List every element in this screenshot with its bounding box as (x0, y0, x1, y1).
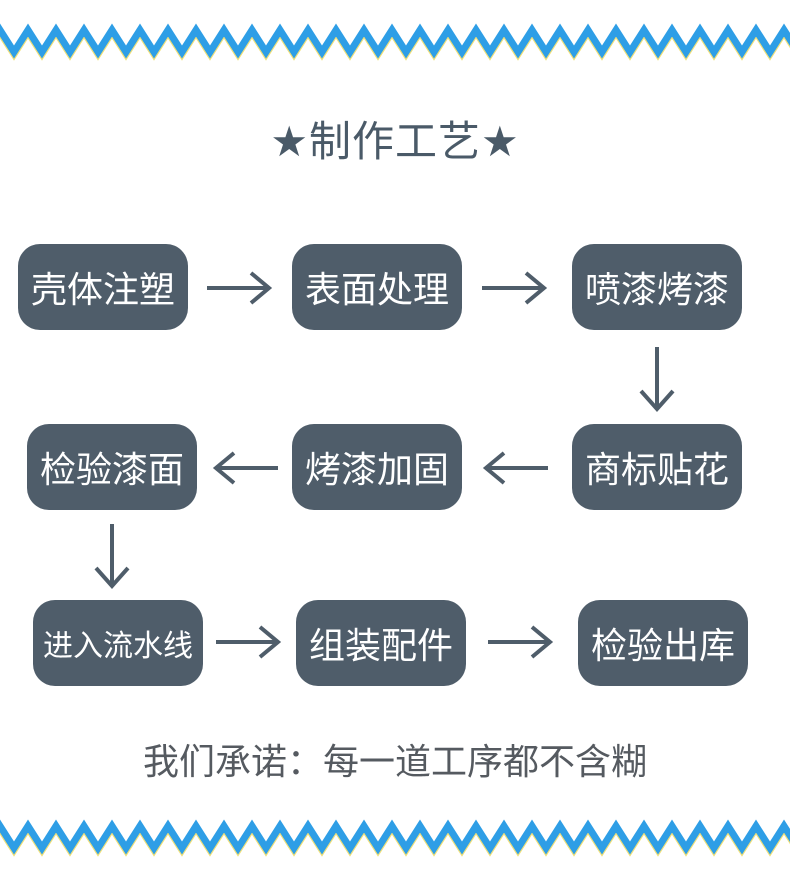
step-inspect-paint: 检验漆面 (27, 424, 197, 510)
arrow-left-icon (212, 451, 278, 485)
arrow-down-icon (94, 524, 130, 590)
page-title: ★制作工艺★ (270, 117, 520, 166)
arrow-right-icon (207, 271, 273, 305)
bottom-zigzag-border (0, 819, 790, 857)
step-assemble-parts: 组装配件 (296, 600, 466, 686)
zigzag-blue-line (0, 819, 790, 855)
arrow-right-icon (482, 271, 548, 305)
step-surface-treatment: 表面处理 (292, 244, 462, 330)
arrow-down-icon (639, 347, 675, 413)
top-zigzag-border (0, 23, 790, 61)
step-shell-injection: 壳体注塑 (18, 244, 188, 330)
step-paint-reinforcement: 烤漆加固 (292, 424, 462, 510)
zigzag-blue-line (0, 23, 790, 59)
arrow-right-icon (216, 625, 282, 659)
step-inspect-ship: 检验出库 (578, 600, 748, 686)
arrow-right-icon (488, 625, 554, 659)
step-assembly-line: 进入流水线 (33, 600, 203, 686)
step-logo-decal: 商标贴花 (572, 424, 742, 510)
step-spray-painting: 喷漆烤漆 (572, 244, 742, 330)
arrow-left-icon (482, 451, 548, 485)
promise-text: 我们承诺：每一道工序都不含糊 (142, 742, 647, 783)
